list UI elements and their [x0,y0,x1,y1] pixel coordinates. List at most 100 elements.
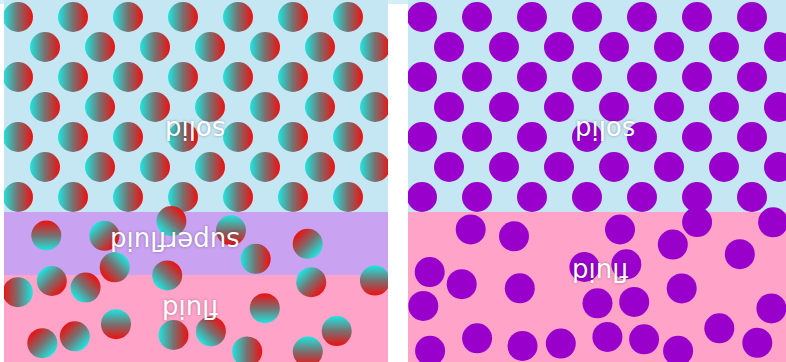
particle [667,273,697,303]
particle [305,32,335,62]
particle [605,215,635,245]
particle [333,182,363,212]
particle [305,92,335,122]
particle [250,293,280,323]
particle [599,152,629,182]
particle [627,62,657,92]
particle [305,152,335,182]
particle [250,152,280,182]
particle [544,152,574,182]
particle [462,122,492,152]
particle [415,336,445,362]
particle [152,260,182,290]
particle [408,182,437,212]
particle [654,92,684,122]
particle [663,336,693,362]
particle [58,122,88,152]
particle [415,257,445,287]
phase-region: solid [4,0,388,212]
phase-label: fluid [572,259,629,285]
particle [447,269,477,299]
particle [758,207,786,237]
particle [322,316,352,346]
particle [4,277,33,307]
particle [434,92,464,122]
particle [278,182,308,212]
particle [517,182,547,212]
left-particles [4,2,388,362]
particle [140,152,170,182]
particle [546,329,576,359]
particle [489,32,519,62]
particle [658,230,688,260]
particle [360,32,388,62]
particle [85,92,115,122]
particle [544,92,574,122]
particle [278,2,308,32]
particle [31,221,61,251]
phase-region: superfluid [4,212,388,275]
particle [737,2,767,32]
particle [627,2,657,32]
particle [360,92,388,122]
phase-band [408,212,786,362]
phase-band [4,0,388,212]
phase-region: fluid [4,275,388,362]
particle [517,122,547,152]
particle [140,32,170,62]
particle [4,2,33,32]
particle [737,122,767,152]
particle [682,62,712,92]
particle [434,32,464,62]
particle [627,182,657,212]
particle [293,337,323,362]
particle [408,291,438,321]
particle [709,32,739,62]
particle [572,182,602,212]
particle [408,62,437,92]
particle [195,32,225,62]
particle [462,62,492,92]
particle [60,321,90,351]
particle [113,2,143,32]
particle [4,62,33,92]
particle [241,244,271,274]
particle [30,152,60,182]
particle [58,2,88,32]
phase-band [4,212,388,275]
particle [682,122,712,152]
particle [85,32,115,62]
particle [499,221,529,251]
particle [489,152,519,182]
particle [764,152,786,182]
particle [333,122,363,152]
phase-region: fluid [408,212,786,362]
particle [756,293,786,323]
particle [113,122,143,152]
particle [583,288,613,318]
particle [195,152,225,182]
particle [764,92,786,122]
particle [113,62,143,92]
particle [682,2,712,32]
particle [27,328,57,358]
particle [100,252,130,282]
phase-label: solid [575,117,635,143]
phase-label: solid [165,117,225,143]
particle [58,182,88,212]
particle [223,62,253,92]
particle [709,152,739,182]
particle [725,239,755,269]
particle [517,2,547,32]
particle [250,32,280,62]
right-particles [408,2,786,362]
particle [462,182,492,212]
particle [592,322,622,352]
particle [250,92,280,122]
particle [159,320,189,350]
particle [654,32,684,62]
particle [58,62,88,92]
particle [30,92,60,122]
